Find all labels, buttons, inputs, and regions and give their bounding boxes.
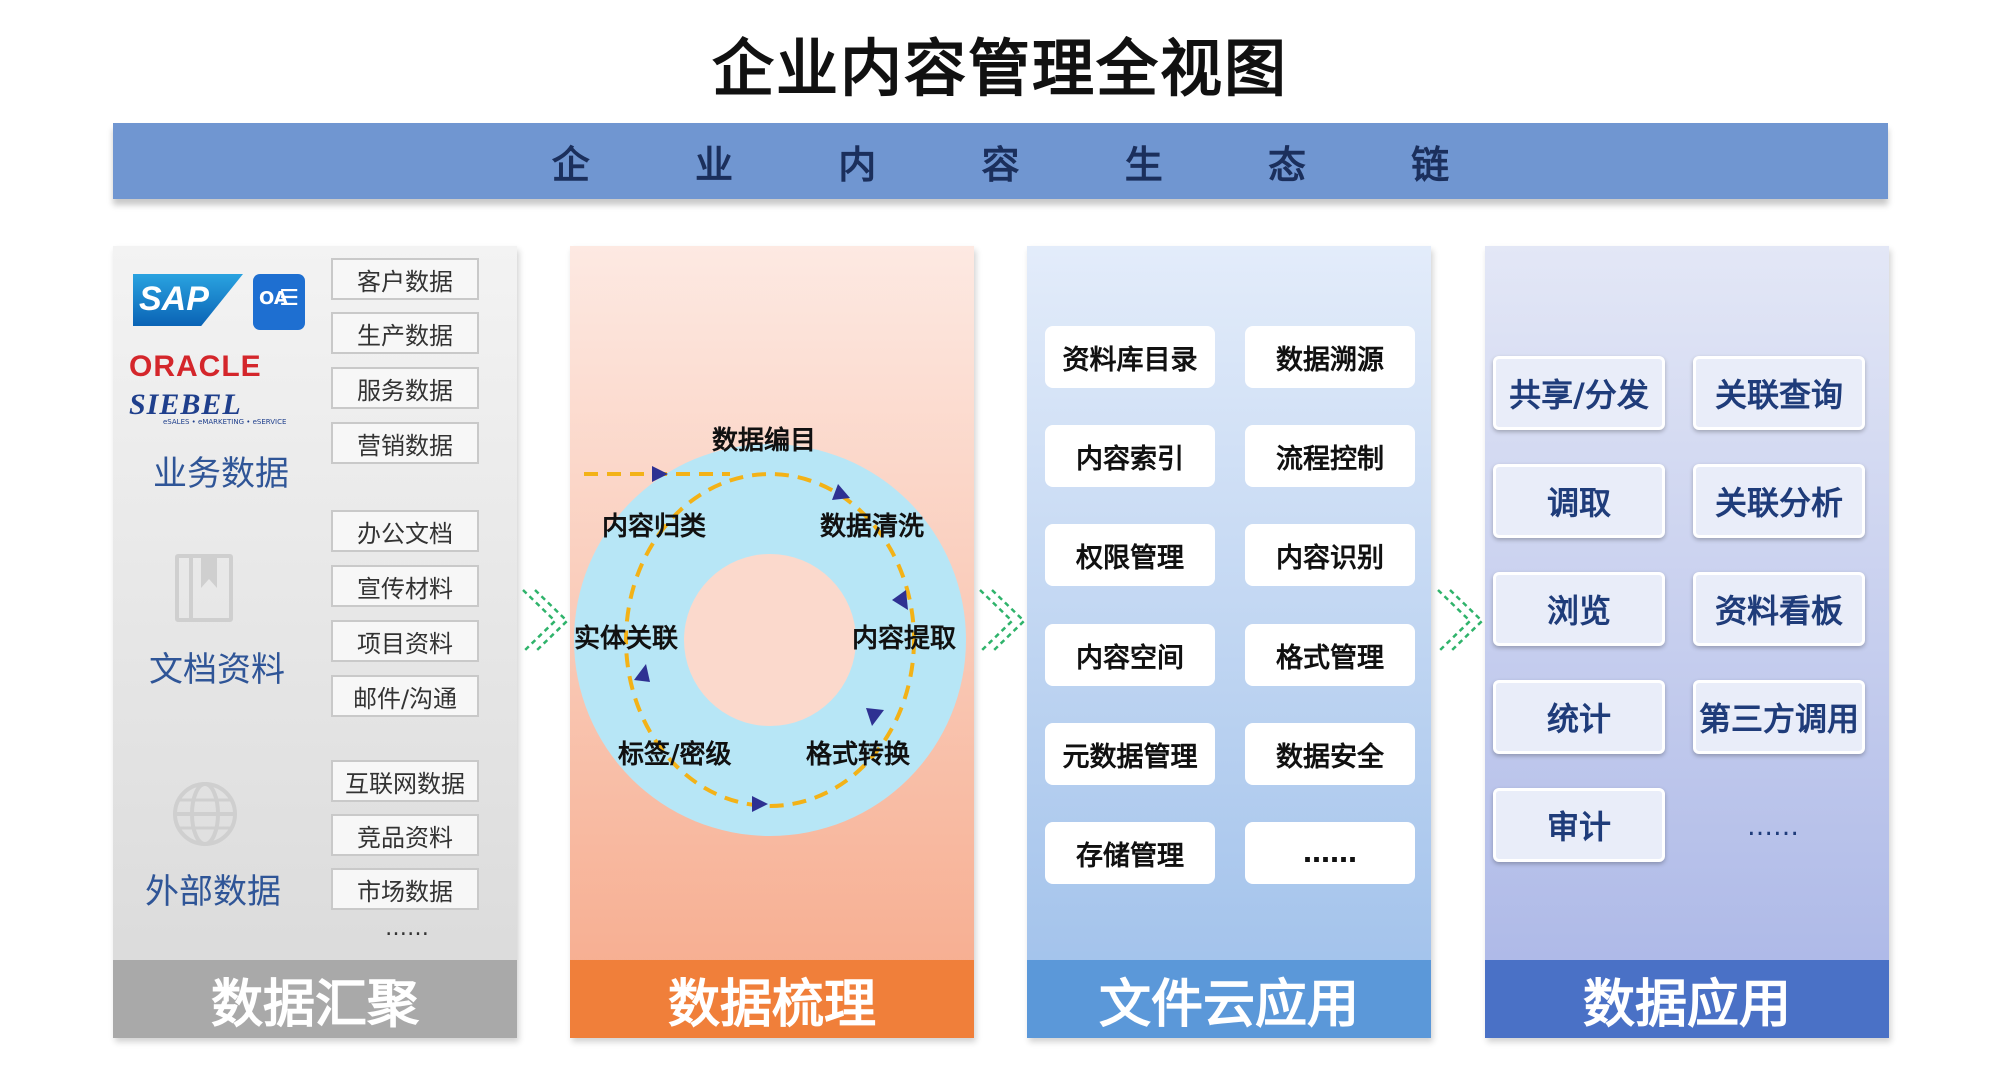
- card-permission-mgmt: 权限管理: [1045, 524, 1215, 586]
- siebel-tagline: eSALES • eMARKETING • eSERVICE: [163, 418, 287, 426]
- ecosystem-banner: 企 业 内 容 生 态 链: [113, 123, 1888, 199]
- tag-project-material: 项目资料: [331, 620, 479, 662]
- group-label-documents: 文档资料: [149, 650, 285, 690]
- card-more: ……: [1245, 822, 1415, 884]
- card-workflow-control: 流程控制: [1245, 425, 1415, 487]
- card-audit: 审计: [1493, 788, 1665, 862]
- arrowhead-4: [866, 708, 884, 726]
- panel-cloud-app: 资料库目录 数据溯源 内容索引 流程控制 权限管理 内容识别 内容空间 格式管理…: [1027, 246, 1431, 1038]
- book-icon: [175, 554, 233, 622]
- panel-data-app: 共享/分发 关联查询 调取 关联分析 浏览 资料看板 统计 第三方调用 审计 ……: [1485, 246, 1889, 1038]
- arrowhead-3: [892, 590, 908, 610]
- tag-customer-data: 客户数据: [331, 258, 479, 300]
- arrowhead-6: [634, 664, 650, 682]
- connector-chevron-3: [1432, 586, 1485, 660]
- office-lines-icon: ☰: [279, 286, 299, 311]
- cycle-step-extraction: 内容提取: [852, 624, 957, 654]
- office-logo: OA ☰: [253, 274, 305, 330]
- cycle-step-conversion: 格式转换: [806, 740, 911, 770]
- sap-logo-text: SAP: [139, 280, 209, 318]
- panel-footer-aggregation: 数据汇聚: [113, 960, 517, 1038]
- arrowhead-5: [752, 796, 768, 812]
- card-content-index: 内容索引: [1045, 425, 1215, 487]
- card-content-recognition: 内容识别: [1245, 524, 1415, 586]
- tag-office-docs: 办公文档: [331, 510, 479, 552]
- more-ellipsis: ……: [385, 916, 429, 941]
- tag-internet-data: 互联网数据: [331, 760, 479, 802]
- card-format-mgmt: 格式管理: [1245, 624, 1415, 686]
- card-third-party-call: 第三方调用: [1693, 680, 1865, 754]
- globe-icon: [171, 780, 239, 848]
- arrowhead-1: [652, 466, 668, 482]
- tag-market-data: 市场数据: [331, 868, 479, 910]
- tag-competitor-material: 竞品资料: [331, 814, 479, 856]
- tag-marketing-data: 营销数据: [331, 422, 479, 464]
- card-share-distribute: 共享/分发: [1493, 356, 1665, 430]
- tag-production-data: 生产数据: [331, 312, 479, 354]
- card-retrieve: 调取: [1493, 464, 1665, 538]
- cycle-step-catalog: 数据编目: [712, 426, 817, 456]
- group-label-external: 外部数据: [145, 872, 281, 912]
- card-statistics: 统计: [1493, 680, 1665, 754]
- oracle-logo: ORACLE: [129, 350, 262, 383]
- tag-email: 邮件/沟通: [331, 675, 479, 717]
- cycle-step-cleansing: 数据清洗: [820, 512, 925, 542]
- page-title: 企业内容管理全视图: [711, 32, 1288, 105]
- panel-footer-processing: 数据梳理: [570, 960, 974, 1038]
- panel-footer-cloud-app: 文件云应用: [1027, 960, 1431, 1038]
- cycle-step-tagging: 标签/密级: [618, 740, 732, 770]
- card-metadata-mgmt: 元数据管理: [1045, 723, 1215, 785]
- office-logo-text: OA: [259, 288, 288, 309]
- cycle-step-entity-link: 实体关联: [574, 624, 679, 654]
- card-repository-catalog: 资料库目录: [1045, 326, 1215, 388]
- card-browse: 浏览: [1493, 572, 1665, 646]
- ecosystem-banner-label: 企 业 内 容 生 态 链: [551, 142, 1496, 187]
- panel-aggregation: SAP OA ☰ ORACLE SIEBEL eSALES • eMARKETI…: [113, 246, 517, 1038]
- siebel-logo: SIEBEL: [129, 388, 242, 421]
- panel-footer-data-app: 数据应用: [1485, 960, 1889, 1038]
- card-storage-mgmt: 存储管理: [1045, 822, 1215, 884]
- group-label-business: 业务数据: [153, 454, 289, 494]
- card-dashboard: 资料看板: [1693, 572, 1865, 646]
- connector-chevron-1: [517, 586, 570, 660]
- connector-chevron-2: [974, 586, 1027, 660]
- data-app-more: ……: [1747, 812, 1799, 842]
- arrowhead-2: [832, 484, 850, 500]
- tag-service-data: 服务数据: [331, 367, 479, 409]
- cycle-step-classification: 内容归类: [602, 512, 707, 542]
- card-data-security: 数据安全: [1245, 723, 1415, 785]
- card-content-space: 内容空间: [1045, 624, 1215, 686]
- card-data-lineage: 数据溯源: [1245, 326, 1415, 388]
- panel-processing: 数据编目 数据清洗 内容提取 格式转换 标签/密级 实体关联 内容归类 数据梳理: [570, 246, 974, 1038]
- sap-logo: SAP: [133, 274, 243, 326]
- tag-promo-material: 宣传材料: [331, 565, 479, 607]
- card-related-analysis: 关联分析: [1693, 464, 1865, 538]
- cycle-hole: [684, 554, 856, 726]
- processing-cycle: [574, 444, 966, 836]
- cycle-path: [624, 472, 916, 808]
- card-related-query: 关联查询: [1693, 356, 1865, 430]
